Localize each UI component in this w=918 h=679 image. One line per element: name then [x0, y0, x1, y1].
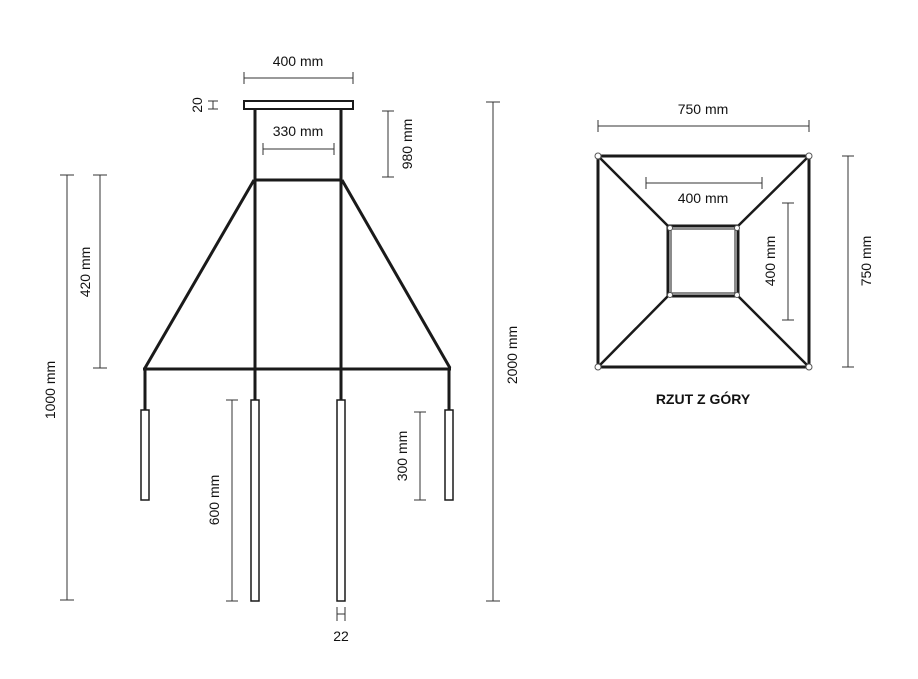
long-tube-right	[336, 399, 346, 602]
svg-text:300 mm: 300 mm	[394, 431, 410, 482]
short-tube-left	[140, 409, 150, 501]
svg-text:20: 20	[189, 97, 205, 113]
diagonals	[597, 155, 810, 368]
inner-square	[666, 224, 740, 298]
dim-upper-drop: 980 mm	[382, 110, 415, 178]
svg-text:600 mm: 600 mm	[206, 475, 222, 526]
top-view-title: RZUT Z GÓRY	[656, 390, 751, 407]
long-tube-left	[250, 399, 260, 602]
svg-text:400 mm: 400 mm	[678, 190, 729, 206]
side-view: 400 mm 20 330 mm 980 mm 1000 mm 420 mm 6…	[42, 53, 520, 644]
svg-text:750 mm: 750 mm	[678, 101, 729, 117]
svg-text:330 mm: 330 mm	[273, 123, 324, 139]
dim-frame-height: 420 mm	[77, 174, 107, 369]
dim-inner-depth: 400 mm	[762, 202, 794, 321]
svg-text:22: 22	[333, 628, 349, 644]
dim-tube-diameter: 22	[333, 607, 349, 644]
svg-text:750 mm: 750 mm	[858, 236, 874, 287]
dim-long-tube: 600 mm	[206, 399, 238, 602]
svg-text:400 mm: 400 mm	[762, 236, 778, 287]
dim-outer-width: 750 mm	[597, 101, 810, 132]
svg-text:2000 mm: 2000 mm	[504, 326, 520, 384]
top-view: 750 mm 750 mm 400 mm 400 mm RZUT Z GÓRY	[594, 101, 874, 407]
svg-text:1000 mm: 1000 mm	[42, 361, 58, 419]
svg-text:980 mm: 980 mm	[399, 119, 415, 170]
short-tube-right	[444, 409, 454, 501]
joint-dots	[594, 152, 813, 371]
dim-inner-width: 400 mm	[645, 177, 763, 206]
svg-text:420 mm: 420 mm	[77, 247, 93, 298]
dim-canopy-width: 400 mm	[243, 53, 354, 84]
pyramid-frame	[143, 178, 452, 410]
outer-square	[596, 154, 811, 369]
canopy	[243, 100, 354, 110]
dim-short-tube: 300 mm	[394, 411, 426, 501]
dim-canopy-height: 20	[189, 97, 218, 113]
dim-total-height: 2000 mm	[486, 101, 520, 602]
svg-text:400 mm: 400 mm	[273, 53, 324, 69]
dim-outer-depth: 750 mm	[842, 155, 874, 368]
dim-inner-width: 330 mm	[262, 123, 335, 155]
dim-total-drop: 1000 mm	[42, 174, 74, 601]
